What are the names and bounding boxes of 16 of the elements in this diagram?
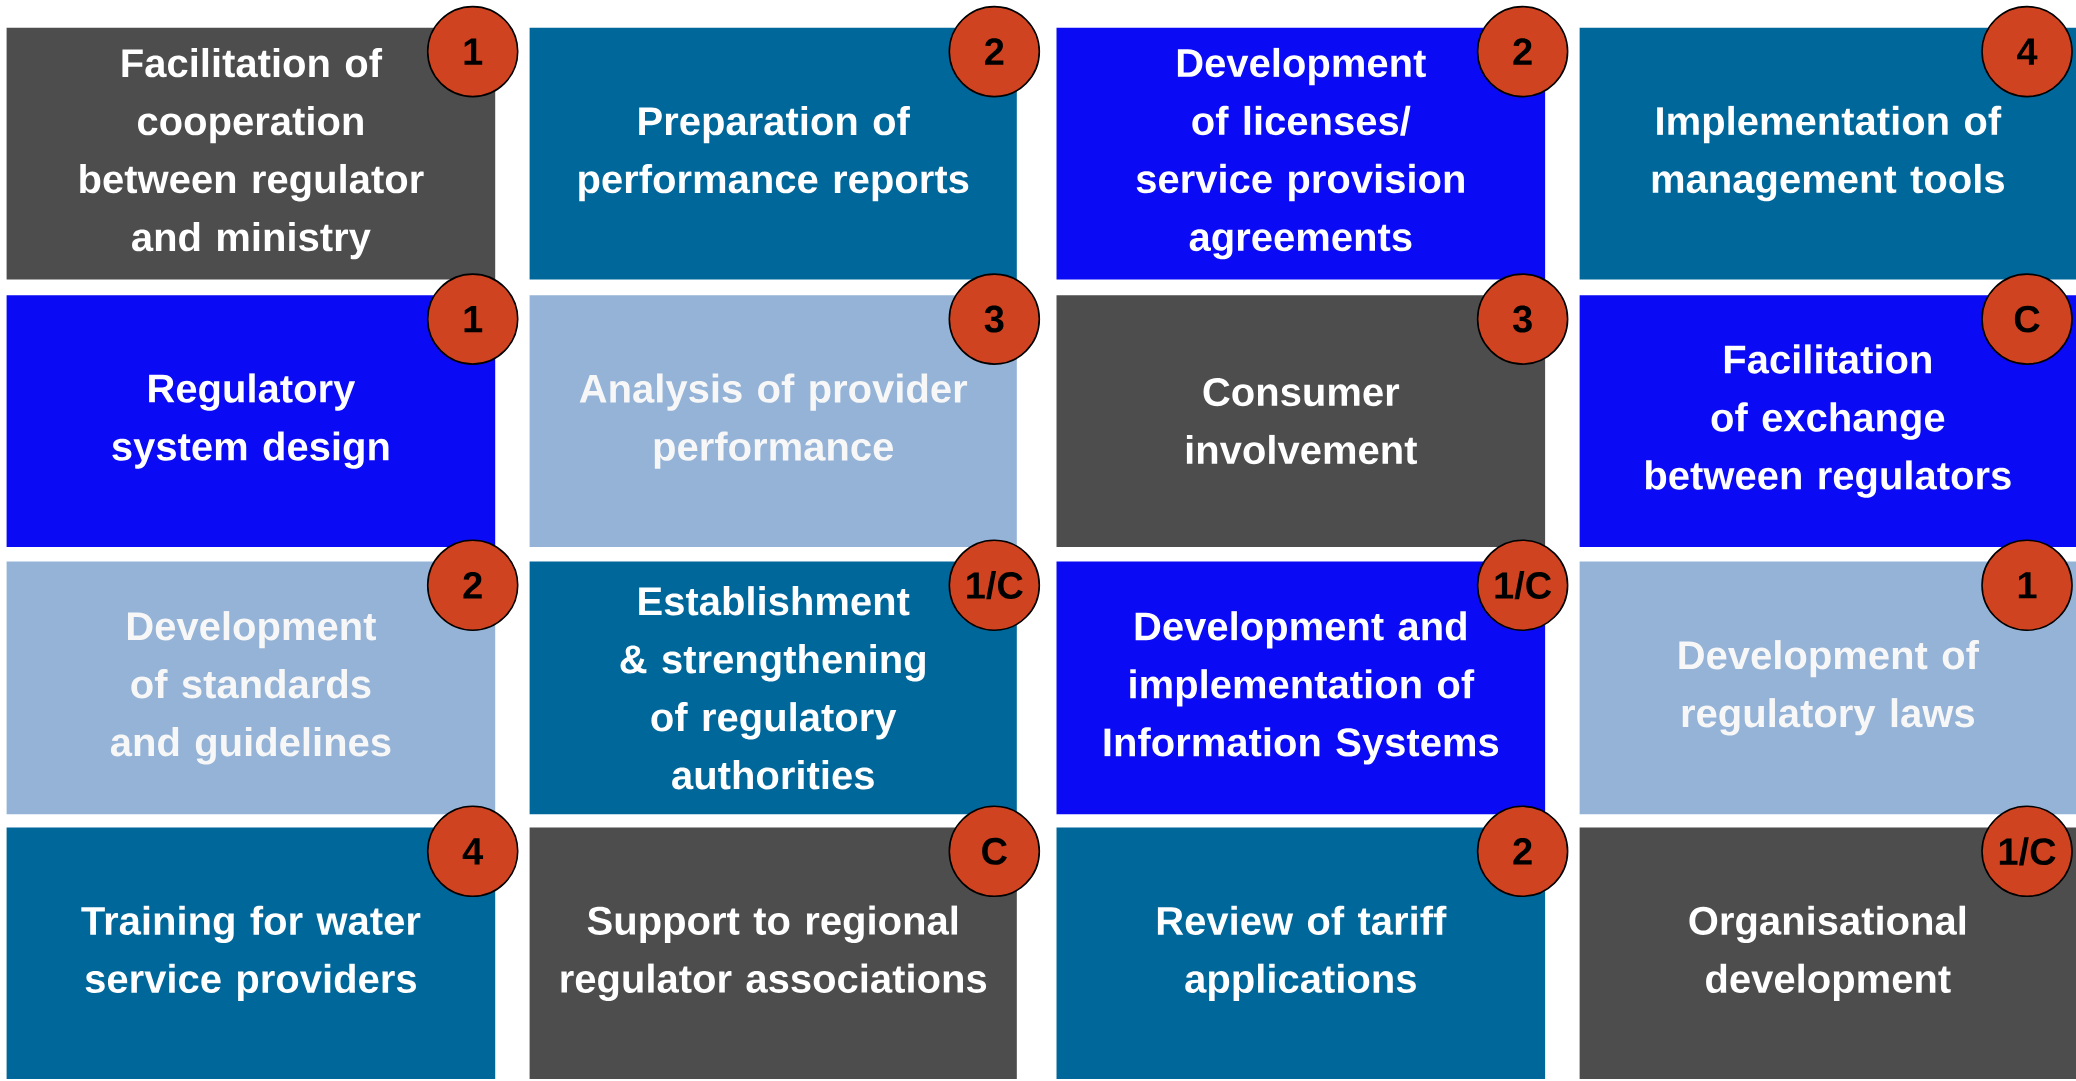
number-badge: C [948,805,1041,898]
number-badge: 2 [948,5,1041,98]
number-badge: 2 [1476,5,1569,98]
number-badge: 1 [1981,539,2073,631]
number-badge: 4 [426,805,519,898]
number-badge: 2 [1476,805,1569,898]
number-badge: 3 [948,273,1041,365]
number-badge: 3 [1476,273,1569,365]
number-badge: C [1981,273,2073,365]
number-badge: 4 [1981,5,2073,98]
number-badge: 1 [426,273,519,365]
number-badge: 1 [426,5,519,98]
number-badge: 1/C [948,539,1041,631]
number-badge: 2 [426,539,519,631]
number-badge: 1/C [1981,805,2073,898]
number-badge: 1/C [1476,539,1569,631]
